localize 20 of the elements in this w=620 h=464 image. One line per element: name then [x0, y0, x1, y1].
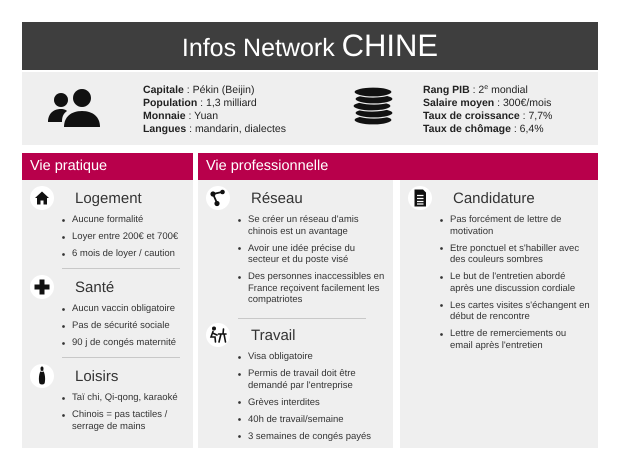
stat-text: Rang PIB : 2$^{e}$ mondial [423, 84, 528, 97]
title: Infos Network CHINE [182, 28, 438, 64]
stat-text: Taux de chômage : 6,4% [423, 123, 544, 136]
stat-text: Taux de croissance : 7,7% [423, 110, 552, 123]
section-heading: Travail [251, 326, 296, 344]
section-heading: Réseau [251, 190, 303, 206]
section-heading: Loisirs [75, 368, 118, 384]
bullet-item: Des personnes inaccessibles en France reçoivent facilement les compatriotes [236, 271, 385, 306]
stat-text: Monnaie : Yuan [143, 110, 218, 123]
section-heading: Candidature [453, 190, 535, 206]
stat-text: Capitale : Pékin (Beijin) [143, 84, 254, 97]
section-header: Vie pratique [22, 153, 193, 180]
section-heading: Santé [75, 278, 114, 296]
stat-text: Langues : mandarin, dialectes [143, 123, 286, 136]
info-panel [22, 72, 598, 145]
section-header: Vie professionnelle [198, 153, 598, 180]
bullet-item: Les cartes visites s'échangent en début de rencontre [438, 300, 590, 322]
stat-text: Population : 1,3 milliard [143, 97, 257, 110]
section-heading: Logement [75, 190, 142, 206]
stat-text: Salaire moyen : 300€/mois [423, 97, 552, 110]
